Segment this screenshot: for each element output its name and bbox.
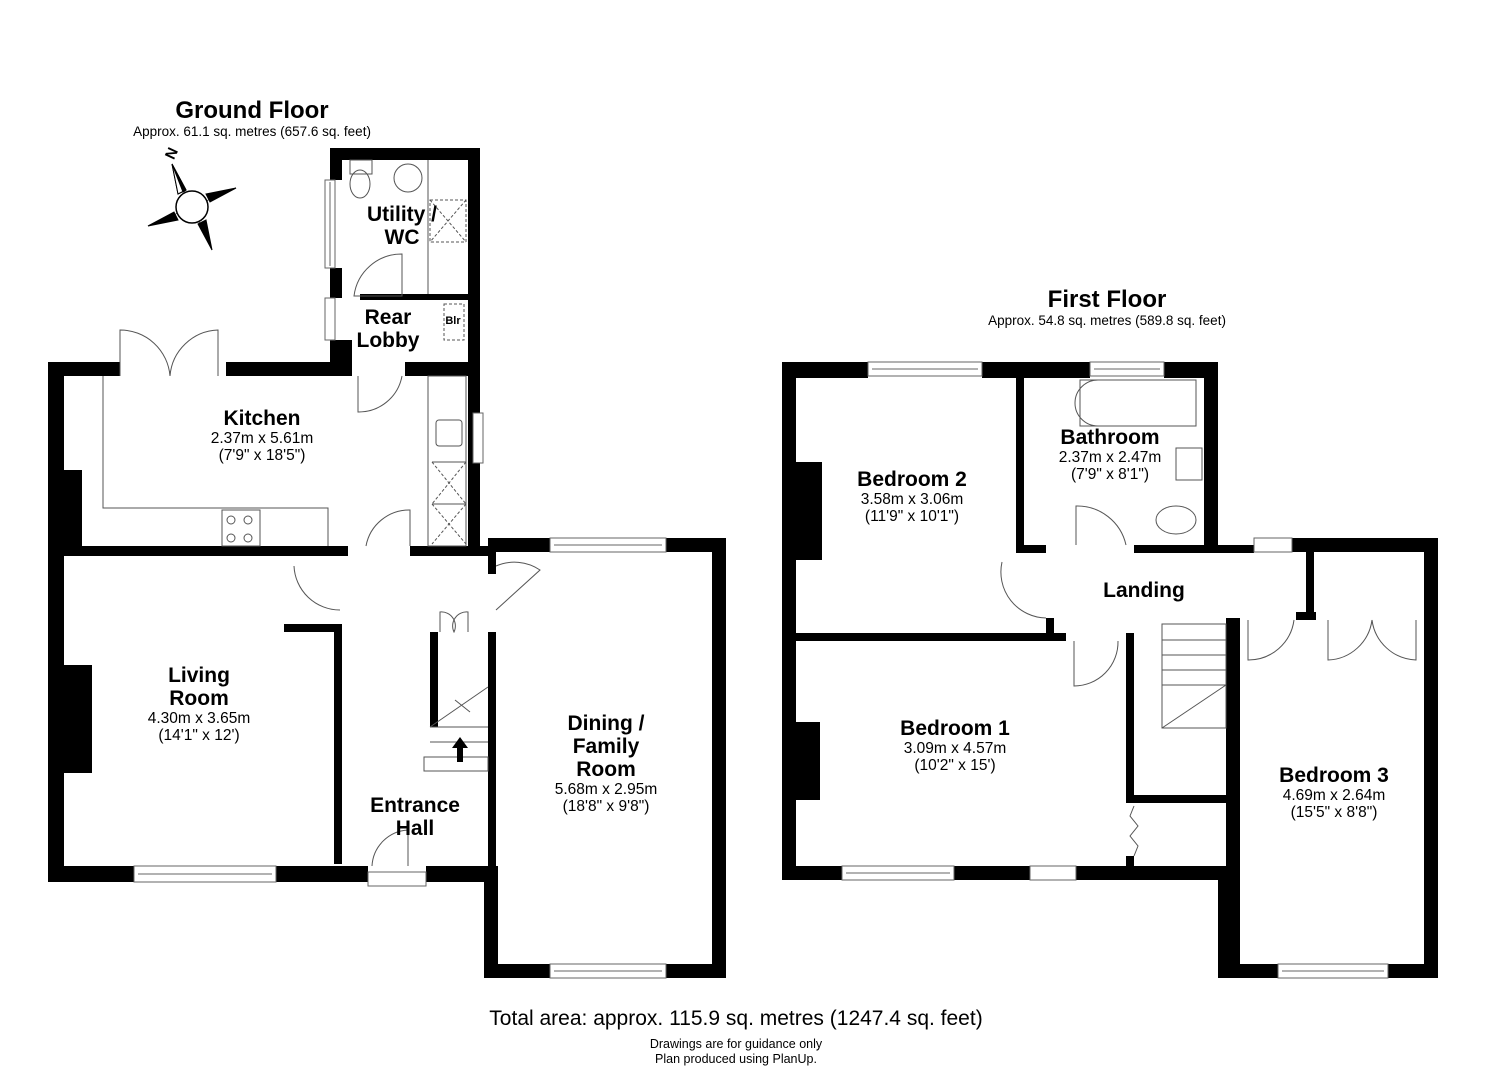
- first-floor-walls: [782, 362, 1438, 978]
- first-floor-heading: First Floor Approx. 54.8 sq. metres (589…: [988, 288, 1226, 328]
- room-name: WC: [384, 226, 420, 249]
- room-name: Bedroom 3: [1279, 764, 1389, 787]
- room-rear-lobby: Rear Lobby: [357, 306, 420, 352]
- room-dimensions-metric: 3.09m x 4.57m: [903, 740, 1007, 757]
- room-bedroom-2: Bedroom 2 3.58m x 3.06m (11'9" x 10'1"): [857, 468, 967, 525]
- room-living-room: Living Room 4.30m x 3.65m (14'1" x 12'): [148, 664, 251, 744]
- room-dimensions-imperial: (7'9" x 18'5"): [218, 447, 306, 464]
- room-dimensions-imperial: (10'2" x 15'): [914, 757, 996, 774]
- room-dimensions-metric: 3.58m x 3.06m: [860, 491, 964, 508]
- room-dimensions-metric: 2.37m x 5.61m: [210, 430, 314, 447]
- disclaimer-note: Drawings are for guidance only: [649, 1037, 823, 1051]
- room-name: Room: [576, 758, 636, 781]
- room-dimensions-imperial: (14'1" x 12'): [158, 727, 240, 744]
- first-floor-title: First Floor: [1047, 286, 1167, 313]
- boiler-label: Blr: [445, 315, 461, 327]
- room-bedroom-1: Bedroom 1 3.09m x 4.57m (10'2" x 15'): [900, 717, 1010, 774]
- room-dimensions-imperial: (18'8" x 9'8"): [562, 798, 650, 815]
- software-credit-note: Plan produced using PlanUp.: [655, 1052, 817, 1066]
- first-floor-fixtures: [1000, 379, 1417, 857]
- room-name: Hall: [395, 817, 435, 840]
- room-dining-family-room: Dining / Family Room 5.68m x 2.95m (18'8…: [555, 712, 658, 815]
- ground-floor-area: Approx. 61.1 sq. metres (657.6 sq. feet): [133, 124, 371, 139]
- room-dimensions-metric: 5.68m x 2.95m: [554, 781, 658, 798]
- room-dimensions-metric: 2.37m x 2.47m: [1058, 449, 1162, 466]
- room-bathroom: Bathroom 2.37m x 2.47m (7'9" x 8'1"): [1059, 426, 1162, 483]
- room-name: Dining /: [567, 712, 645, 735]
- ground-floor-walls: [48, 148, 726, 978]
- room-name: Room: [169, 687, 229, 710]
- room-entrance-hall: Entrance Hall: [370, 794, 460, 840]
- room-name: Bedroom 2: [857, 468, 967, 491]
- room-dimensions-imperial: (11'9" x 10'1"): [864, 508, 960, 525]
- room-utility-wc: Utility / WC: [367, 203, 437, 249]
- room-dimensions-imperial: (15'5" x 8'8"): [1290, 804, 1378, 821]
- ground-floor-fixtures: [102, 159, 541, 867]
- room-name: Bathroom: [1060, 426, 1160, 449]
- room-name: Bedroom 1: [900, 717, 1010, 740]
- room-name: Entrance: [370, 794, 460, 817]
- ground-floor-heading: Ground Floor Approx. 61.1 sq. metres (65…: [133, 99, 371, 139]
- room-dimensions-metric: 4.69m x 2.64m: [1282, 787, 1386, 804]
- room-name: Landing: [1103, 579, 1185, 602]
- room-dimensions-metric: 4.30m x 3.65m: [147, 710, 251, 727]
- room-landing: Landing: [1103, 579, 1185, 602]
- ground-floor-plan: [48, 148, 726, 979]
- room-name: Kitchen: [223, 407, 301, 430]
- room-dimensions-imperial: (7'9" x 8'1"): [1070, 466, 1150, 483]
- stairs-up-arrow-icon: [452, 737, 468, 762]
- room-bedroom-3: Bedroom 3 4.69m x 2.64m (15'5" x 8'8"): [1279, 764, 1389, 821]
- first-floor-windows: [841, 361, 1389, 979]
- room-kitchen: Kitchen 2.37m x 5.61m (7'9" x 18'5"): [211, 407, 314, 464]
- room-name: Rear: [364, 306, 412, 329]
- room-name: Lobby: [356, 329, 420, 352]
- ground-floor-windows: [133, 179, 667, 979]
- room-name: Living: [168, 664, 230, 687]
- room-name: Utility /: [366, 203, 438, 226]
- first-floor-plan: [782, 361, 1438, 979]
- first-floor-area: Approx. 54.8 sq. metres (589.8 sq. feet): [988, 313, 1226, 328]
- room-name: Family: [572, 735, 640, 758]
- total-area: Total area: approx. 115.9 sq. metres (12…: [489, 1007, 983, 1030]
- footer: Total area: approx. 115.9 sq. metres (12…: [489, 1008, 982, 1067]
- ground-floor-title: Ground Floor: [175, 97, 329, 124]
- compass-icon: [147, 163, 237, 251]
